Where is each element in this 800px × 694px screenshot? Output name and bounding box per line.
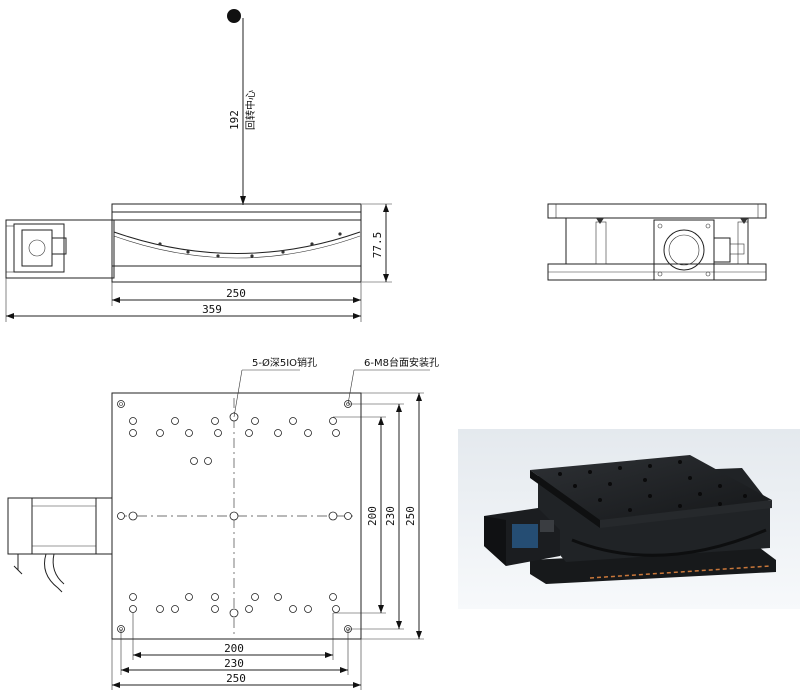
rotation-center-dot (227, 9, 241, 23)
mount-holes-label: 6-M8台面安装孔 (364, 356, 439, 369)
vertical-200: 200 (366, 506, 379, 526)
side-view (547, 203, 767, 281)
stage-3d-render (458, 429, 800, 609)
horizontal-250: 250 (226, 672, 246, 685)
horizontal-200: 200 (224, 642, 244, 655)
overall-359: 359 (202, 303, 222, 316)
top-view: 5-Ø深5IO销孔 6-M8台面安装孔 200 230 250 200 (7, 356, 439, 690)
horizontal-230: 230 (224, 657, 244, 670)
front-view: 192 回转中心 77.5 (5, 9, 392, 322)
rotation-center-label: 回转中心 (244, 90, 257, 130)
front-width-250: 250 (226, 287, 246, 300)
pin-holes-label: 5-Ø深5IO销孔 (252, 356, 317, 369)
vertical-230: 230 (384, 506, 397, 526)
height-dim-label: 77.5 (371, 232, 384, 259)
rotation-height-label: 192 (228, 110, 241, 130)
vertical-250: 250 (404, 506, 417, 526)
